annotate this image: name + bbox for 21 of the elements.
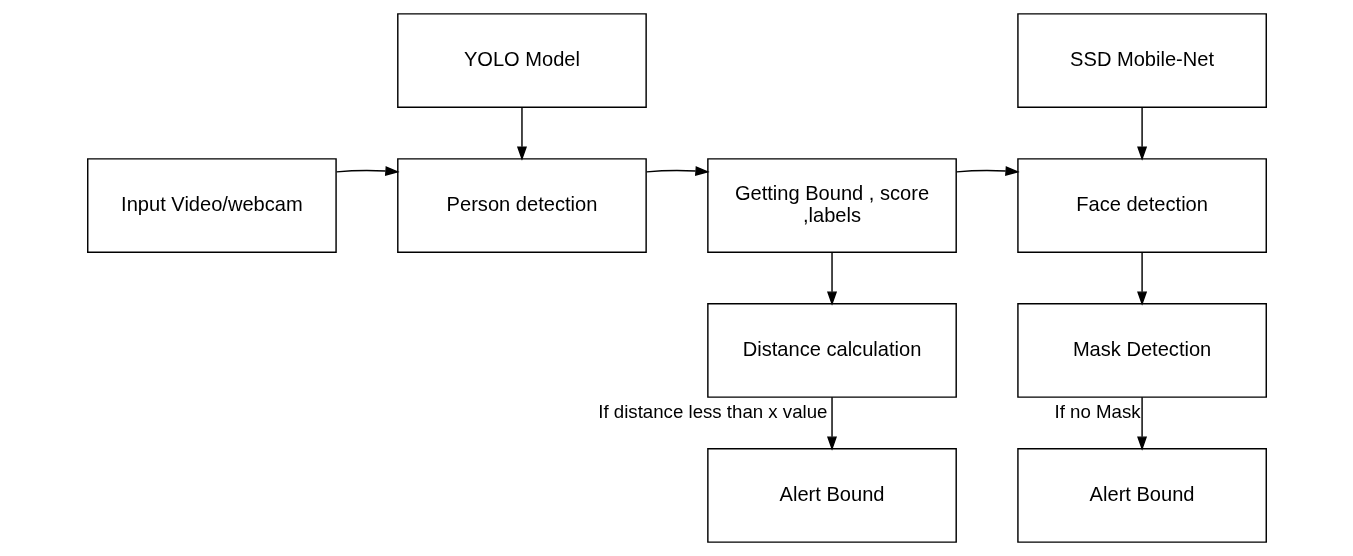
arrow [1136, 251, 1147, 306]
node-box: YOLO Model [396, 13, 647, 108]
node-box: Input Video/webcam [86, 158, 337, 253]
arrow [1136, 396, 1147, 451]
node-box: Alert Bound [706, 448, 957, 543]
node-box: Face detection [1016, 158, 1267, 253]
arrow [516, 106, 527, 161]
arrow [335, 166, 400, 176]
arrow [645, 166, 710, 176]
arrow [1136, 106, 1147, 161]
node-box: SSD Mobile-Net [1016, 13, 1267, 108]
node-box: Getting Bound , score ,labels [706, 158, 957, 253]
arrow [826, 251, 837, 306]
arrow [955, 166, 1020, 176]
node-box: Distance calculation [706, 303, 957, 398]
node-box: Person detection [396, 158, 647, 253]
node-box: Alert Bound [1016, 448, 1267, 543]
edge-label: If no Mask [1054, 400, 1141, 422]
arrow [826, 396, 837, 451]
edge-label: If distance less than x value [597, 400, 827, 422]
node-box: Mask Detection [1016, 303, 1267, 398]
